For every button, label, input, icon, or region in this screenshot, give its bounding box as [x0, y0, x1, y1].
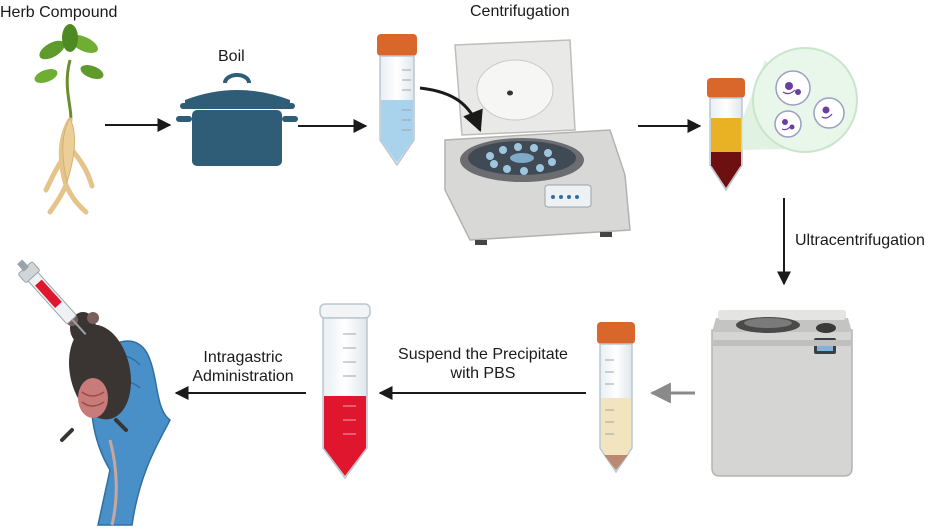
label-ultracentrifugation: Ultracentrifugation — [795, 232, 925, 249]
label-centrifugation: Centrifugation — [470, 3, 570, 20]
ultracentrifuge-icon — [711, 310, 853, 477]
vesicle-magnifier-icon — [742, 47, 858, 153]
centrifuge-icon — [444, 39, 631, 245]
label-boil: Boil — [218, 48, 245, 65]
label-herb-compound: Herb Compound — [0, 4, 118, 21]
supernatant-tube-icon — [707, 78, 745, 192]
label-intragastric-line2: Administration — [192, 368, 294, 385]
label-intragastric-line1: Intragastric — [203, 349, 283, 366]
red-suspension-tube-icon — [319, 303, 371, 480]
arrow-tube-into-centrifuge — [419, 86, 483, 132]
ginseng-root-icon — [34, 24, 104, 215]
cooking-pot-icon — [176, 73, 298, 166]
label-suspend-precipitate: Suspend the Precipitate with PBS — [385, 345, 581, 383]
label-suspend-line1: Suspend the Precipitate — [398, 346, 568, 363]
conical-tube-icon — [377, 34, 417, 167]
label-suspend-line2: with PBS — [450, 365, 516, 382]
label-intragastric-administration: Intragastric Administration — [183, 348, 303, 386]
mouse-gavage-icon — [17, 259, 171, 526]
pellet-tube-icon — [597, 322, 635, 474]
